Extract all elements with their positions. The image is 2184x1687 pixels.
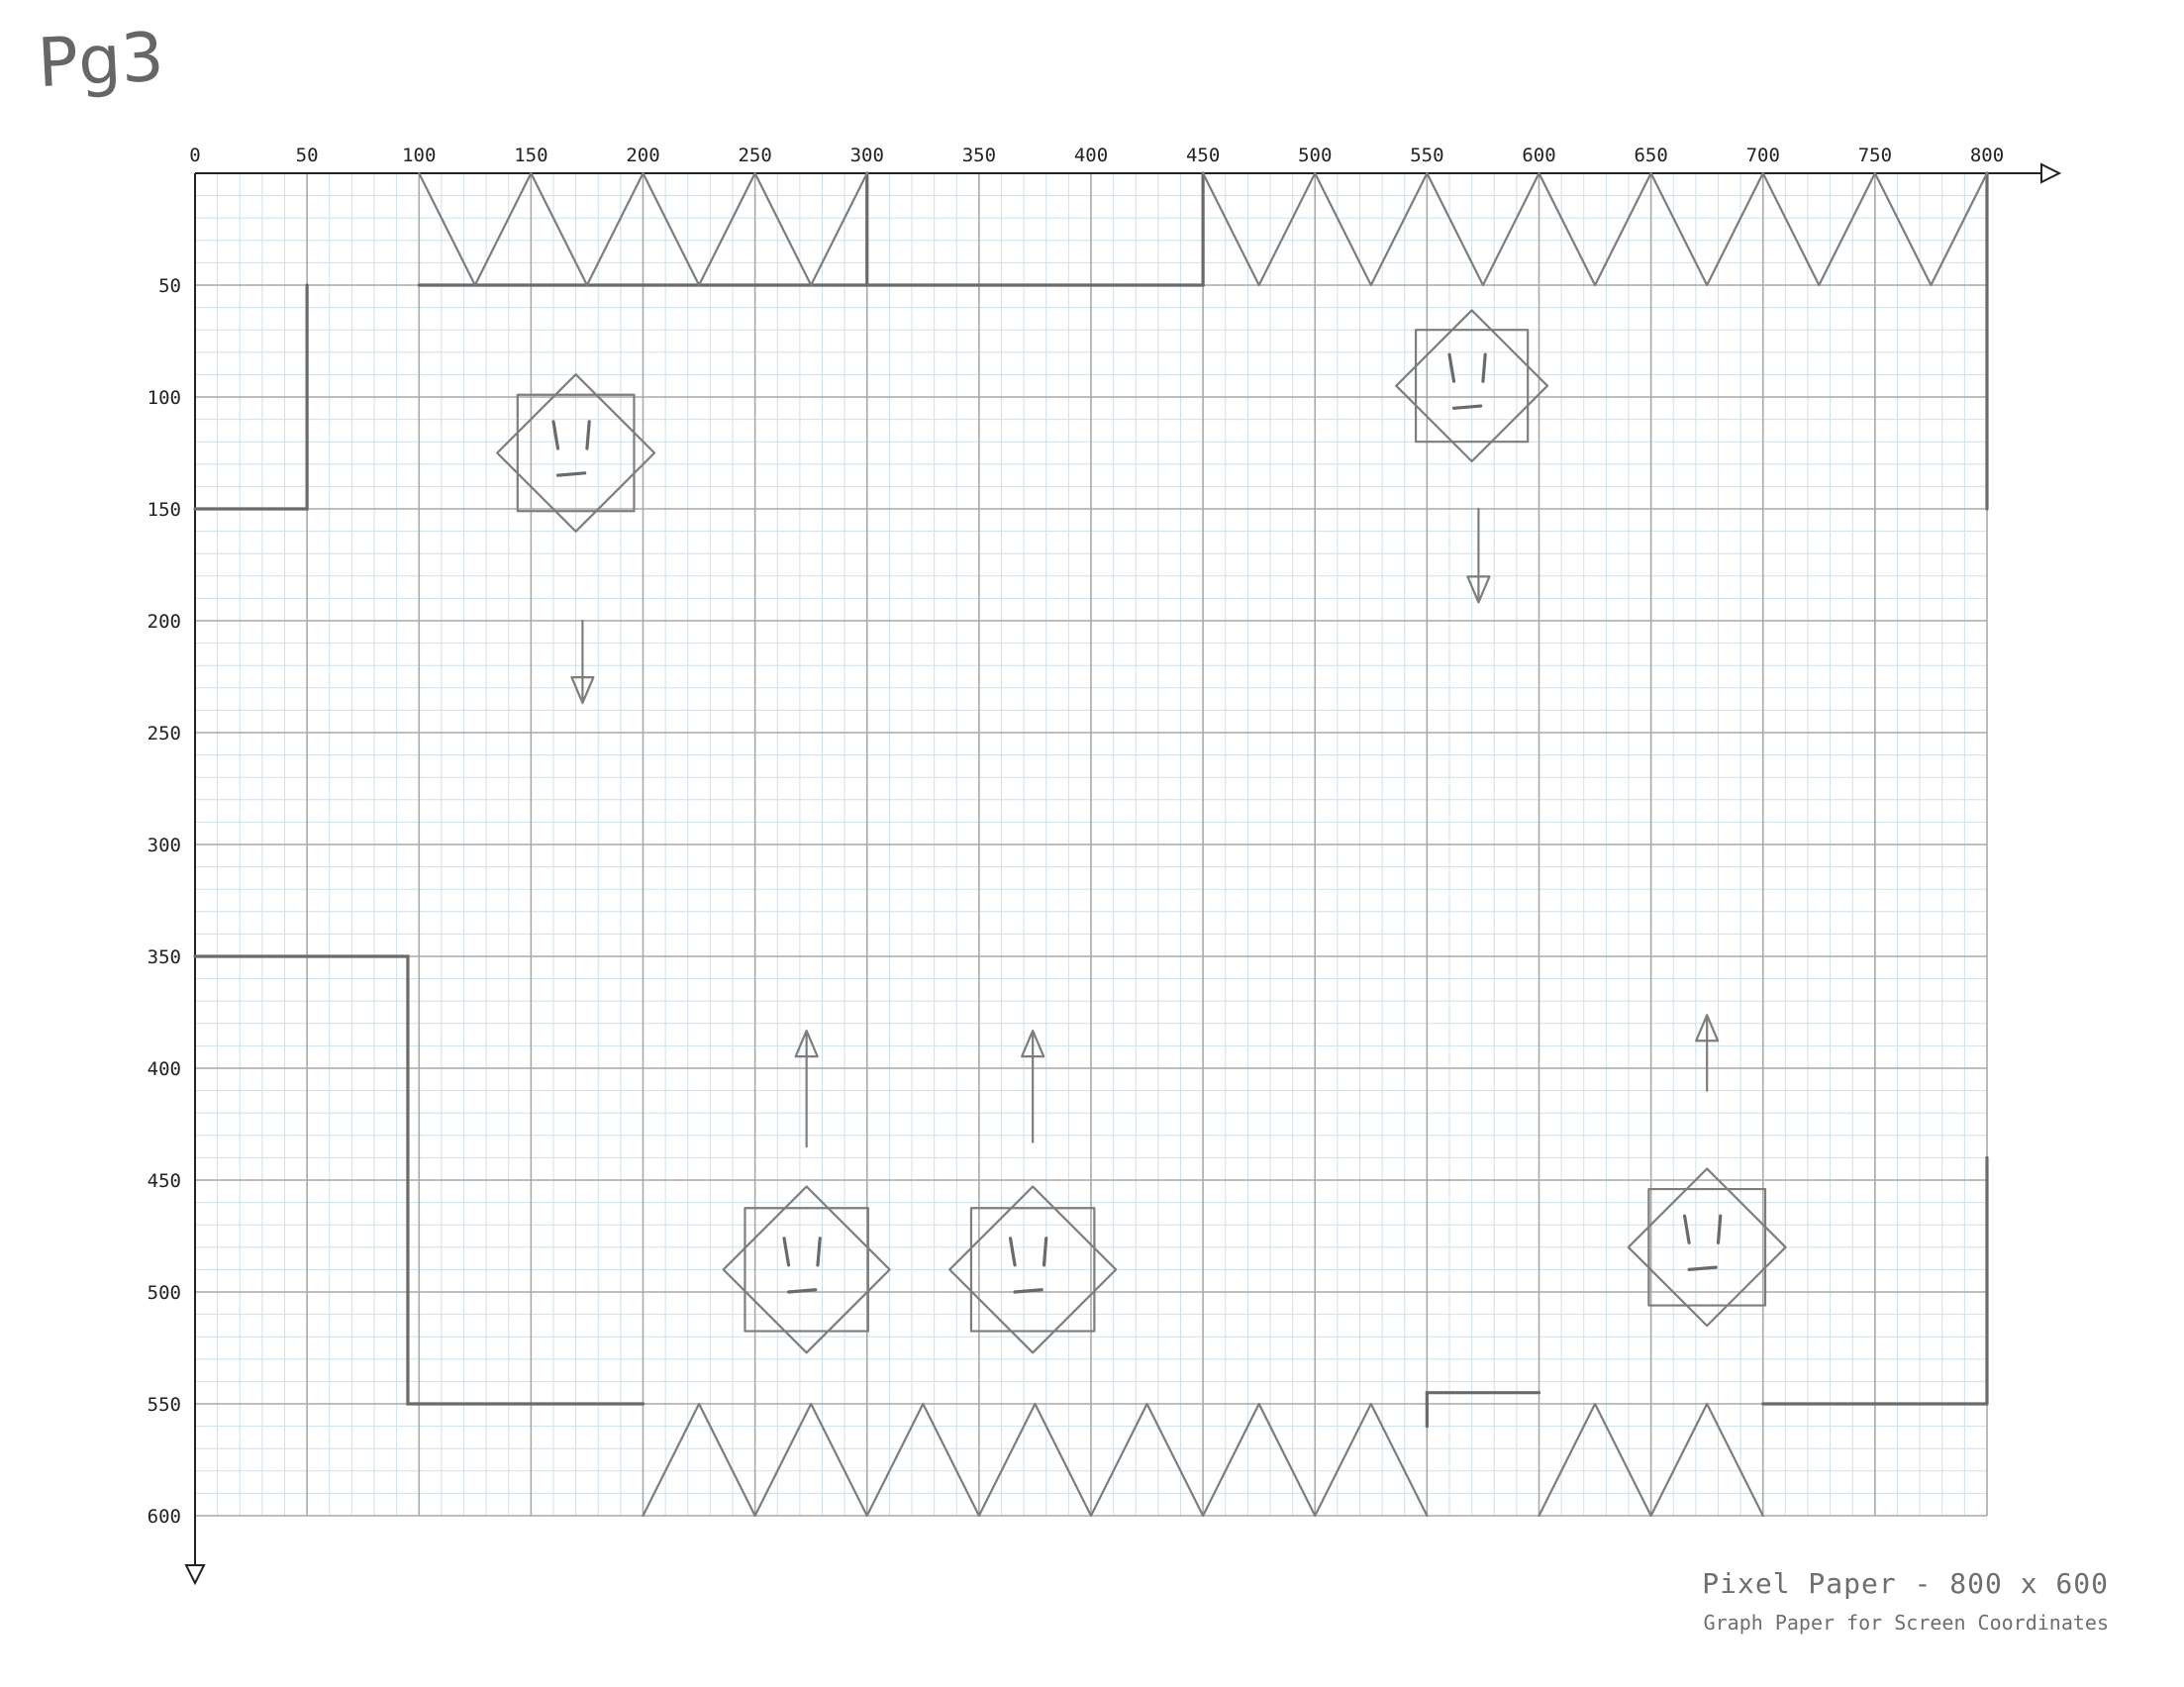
x-tick-label: 100	[402, 145, 436, 166]
x-tick-label: 750	[1858, 145, 1892, 166]
enemy-eye-right	[1719, 1216, 1721, 1242]
x-tick-label: 400	[1074, 145, 1108, 166]
y-tick-label: 450	[148, 1170, 181, 1192]
enemy-mouth	[1015, 1290, 1042, 1292]
page-label: Pg3	[36, 19, 165, 104]
paper-title: Pixel Paper - 800 x 600	[1702, 1567, 2109, 1600]
x-axis-arrow-icon	[2041, 164, 2059, 182]
y-tick-label: 600	[148, 1506, 181, 1528]
x-tick-label: 500	[1298, 145, 1332, 166]
y-tick-label: 400	[148, 1058, 181, 1080]
enemy-eye-right	[1483, 354, 1485, 381]
y-tick-label: 50	[158, 275, 181, 297]
y-axis-arrow-icon	[186, 1565, 204, 1583]
y-tick-label: 200	[148, 611, 181, 633]
enemy-eye-left	[553, 422, 558, 448]
enemies-layer	[497, 310, 1785, 1352]
enemy-eye-left	[1685, 1216, 1690, 1242]
x-tick-label: 200	[626, 145, 659, 166]
ceiling-spikes	[1203, 173, 1987, 285]
enemy-eye-right	[587, 422, 589, 448]
coordinate-axes: 0 50 100 150 200 250 300 350 400 450 500 550 600 650 7…	[148, 145, 2059, 1583]
enemy-mouth	[558, 473, 585, 475]
enemy-eye-right	[818, 1239, 820, 1265]
floor-spikes	[644, 1404, 1428, 1516]
x-tick-label: 0	[189, 145, 200, 166]
x-tick-label: 450	[1186, 145, 1220, 166]
y-tick-label: 300	[148, 835, 181, 856]
wall-segment	[1427, 1393, 1539, 1427]
y-tick-label: 150	[148, 499, 181, 521]
y-tick-label: 250	[148, 723, 181, 744]
y-tick-label: 500	[148, 1282, 181, 1304]
y-tick-label: 100	[148, 387, 181, 409]
x-tick-label: 800	[1970, 145, 2004, 166]
enemy-sprite	[724, 1031, 890, 1352]
y-tick-label: 550	[148, 1394, 181, 1416]
x-tick-label: 600	[1522, 145, 1555, 166]
x-tick-label: 250	[738, 145, 771, 166]
paper-subtitle: Graph Paper for Screen Coordinates	[1704, 1611, 2109, 1635]
x-tick-label: 350	[962, 145, 996, 166]
enemy-mouth	[789, 1290, 816, 1292]
enemy-mouth	[1454, 406, 1481, 408]
x-tick-label: 700	[1746, 145, 1780, 166]
enemy-eye-left	[1011, 1239, 1016, 1265]
enemy-eye-right	[1043, 1239, 1045, 1265]
wall-segment	[867, 173, 1203, 285]
y-tick-label: 350	[148, 946, 181, 968]
x-tick-label: 50	[296, 145, 319, 166]
enemy-eye-left	[1449, 354, 1454, 381]
x-tick-label: 150	[514, 145, 547, 166]
x-tick-label: 300	[850, 145, 884, 166]
enemy-eye-left	[784, 1239, 789, 1265]
enemy-mouth	[1689, 1267, 1716, 1269]
x-tick-label: 550	[1410, 145, 1443, 166]
x-tick-label: 650	[1634, 145, 1667, 166]
enemy-sprite	[1629, 1015, 1786, 1326]
